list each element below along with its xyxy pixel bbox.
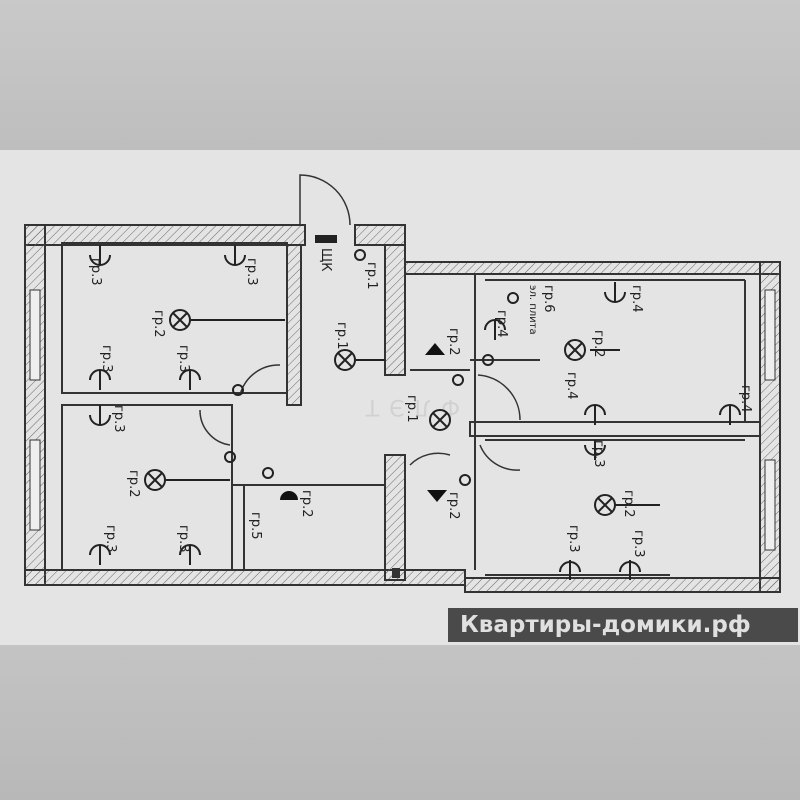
socket-icons <box>89 245 741 580</box>
label: гр.1 <box>404 395 419 423</box>
doors <box>199 174 521 471</box>
label: гр.6 <box>541 285 556 313</box>
label: гр.3 <box>566 525 581 553</box>
label: гр.3 <box>103 525 118 553</box>
diode-icons <box>280 343 447 502</box>
ceiling-lamp-icon <box>594 494 616 516</box>
label: гр.2 <box>446 328 461 356</box>
panel-label: ЩК <box>318 248 333 271</box>
label: гр.2 <box>621 490 636 518</box>
label: гр.3 <box>88 258 103 286</box>
label: гр.1 <box>334 322 349 350</box>
ceiling-lamp-icon <box>169 309 191 331</box>
ceiling-lamp-icon <box>564 339 586 361</box>
lamp-icons <box>144 309 660 516</box>
label: гр.2 <box>299 490 314 518</box>
faint-watermark: ФЛЭТ <box>356 394 460 419</box>
label: гр.2 <box>126 470 141 498</box>
ceiling-lamp-icon <box>334 349 356 371</box>
ceiling-lamp-icon <box>144 469 166 491</box>
label: гр.5 <box>248 512 263 540</box>
label: гр.2 <box>591 330 606 358</box>
label: гр.3 <box>99 345 114 373</box>
label: гр.3 <box>244 258 259 286</box>
label: гр.4 <box>629 285 644 313</box>
label: гр.3 <box>631 530 646 558</box>
label: гр.1 <box>364 262 379 290</box>
panel-icon <box>315 235 337 243</box>
label: гр.4 <box>564 372 579 400</box>
bell-icon <box>280 491 298 500</box>
ceiling-lamp-icon <box>429 409 451 431</box>
label: гр.3 <box>176 525 191 553</box>
stove-outlet-icon <box>507 292 519 304</box>
label: гр.3 <box>111 405 126 433</box>
stove-label: эл. плита <box>527 285 538 335</box>
label: гр.3 <box>176 345 191 373</box>
label: гр.4 <box>738 385 753 413</box>
label: гр.2 <box>151 310 166 338</box>
group-labels: гр.3 гр.3 гр.2 гр.3 гр.3 гр.3 гр.2 гр.3 … <box>88 248 753 558</box>
switch-icons <box>224 249 494 486</box>
interior-walls <box>61 242 761 576</box>
windows <box>29 289 776 551</box>
label: гр.2 <box>446 492 461 520</box>
site-watermark: Квартиры-домики.рф <box>448 608 798 642</box>
label: гр.4 <box>494 310 509 338</box>
label: гр.3 <box>591 440 606 468</box>
